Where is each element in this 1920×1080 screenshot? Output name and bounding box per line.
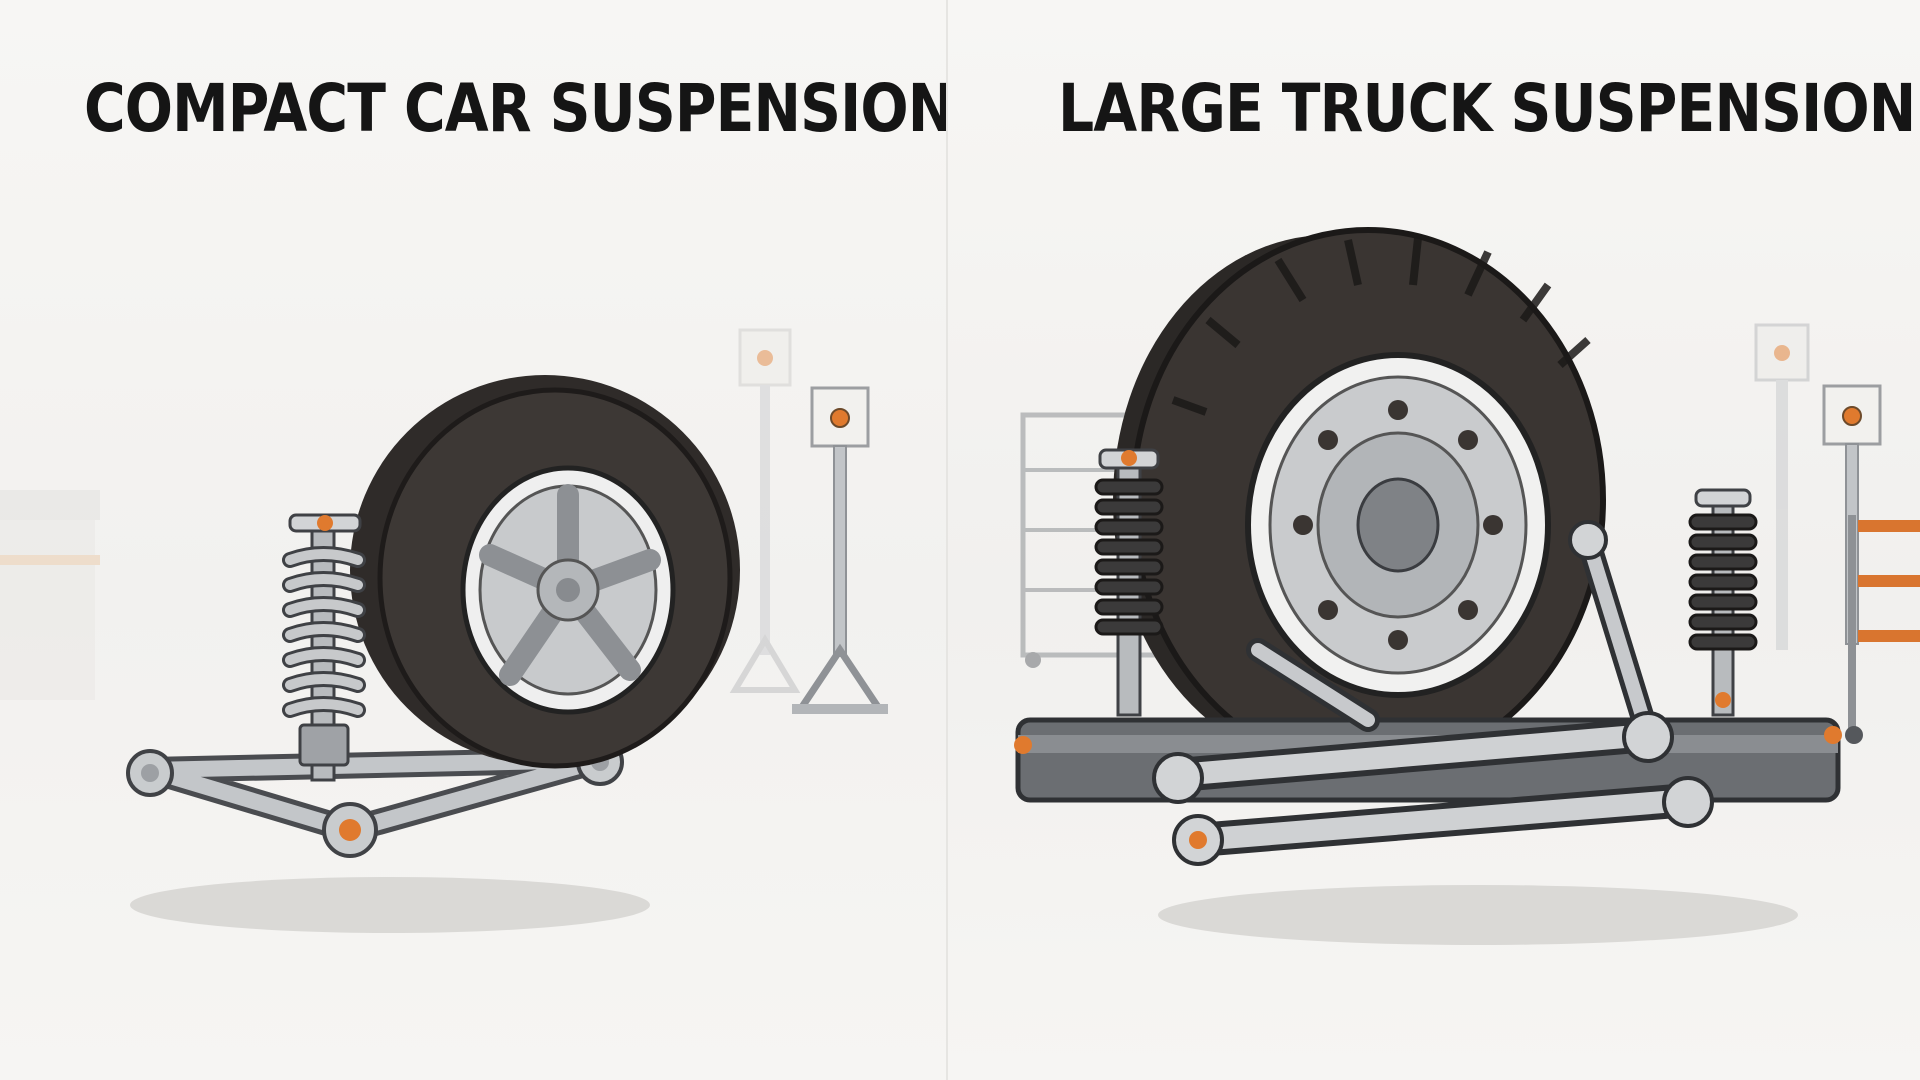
tire-icon [1113, 227, 1606, 773]
large-truck-panel: LARGE TRUCK SUSPENSION [948, 0, 1920, 1080]
tool-cart-icon [1845, 515, 1920, 744]
ground-shadow [130, 877, 650, 933]
ground-shadow [1158, 885, 1798, 945]
background-jack-stand [1754, 323, 1810, 650]
compact-car-panel: COMPACT CAR SUSPENSION [0, 0, 948, 1080]
large-truck-title: LARGE TRUCK SUSPENSION [1058, 70, 1916, 147]
compact-car-scene [0, 328, 888, 933]
panel-divider [946, 0, 948, 1080]
large-truck-scene [1014, 227, 1920, 945]
tire-icon [350, 375, 740, 769]
control-arm-icon [1014, 520, 1842, 866]
control-arm-icon [126, 738, 624, 858]
compact-car-title: COMPACT CAR SUSPENSION [84, 70, 948, 147]
background-jack-stand [729, 328, 801, 693]
coil-spring-icon [282, 513, 366, 782]
jack-stand-icon [792, 386, 888, 714]
shock-absorber-icon [1094, 448, 1164, 717]
background-workbench [0, 490, 100, 700]
shock-absorber-icon [1688, 488, 1758, 717]
